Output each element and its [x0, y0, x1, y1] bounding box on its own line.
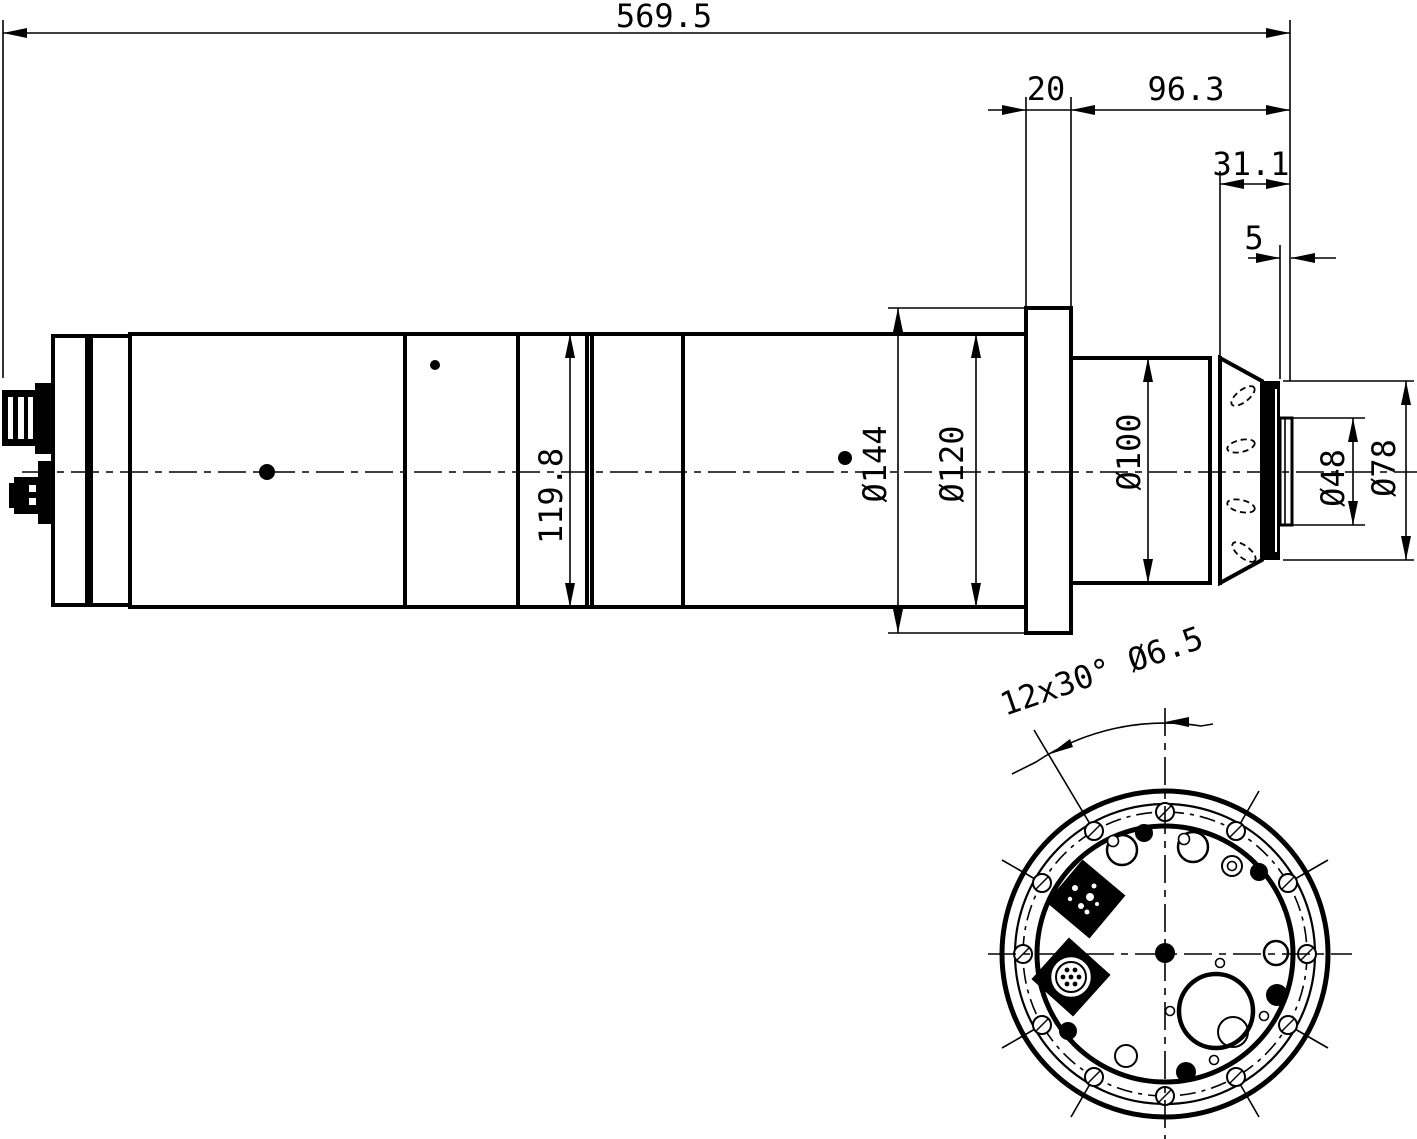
bolt-hole-marks — [1016, 805, 1314, 1103]
dim-arrow — [893, 308, 903, 332]
square-connector-pins — [1067, 883, 1099, 915]
port-notch — [1177, 832, 1191, 846]
dim-text-collar-width: 5 — [1244, 219, 1263, 257]
port-notch — [1106, 834, 1120, 848]
connector-body-lower — [14, 477, 42, 514]
plug-dot — [1176, 1062, 1196, 1082]
dim-text-overall-length: 569.5 — [616, 0, 712, 35]
port-circle — [1105, 833, 1139, 867]
dim-text-flange-diameter: Ø144 — [856, 425, 894, 502]
tool-clamp-bore — [1176, 971, 1256, 1051]
pin-hole — [1208, 1054, 1220, 1066]
dim-body-diameter: Ø120 — [933, 334, 981, 607]
dim-overall-length: 569.5 — [2, 0, 1291, 381]
rear-connectors — [2, 383, 53, 524]
side-view: 569.5 20 96.3 31.1 5 — [2, 0, 1417, 635]
dim-arrow — [1256, 253, 1280, 263]
dim-arrow — [565, 583, 575, 607]
port-circle-small — [1114, 1044, 1138, 1068]
dim-arrow — [893, 609, 903, 633]
angle-dimension-arc — [1011, 722, 1214, 775]
dim-arrow — [1266, 179, 1290, 189]
nose-taper — [1218, 354, 1264, 587]
flange-and-nose — [1024, 306, 1294, 635]
dim-text-ring-diameter: Ø78 — [1365, 439, 1403, 497]
dim-arrow — [1348, 501, 1358, 525]
main-body — [128, 332, 1028, 609]
dim-nose-diameter: Ø100 — [1110, 358, 1153, 583]
dim-arrow — [1220, 179, 1244, 189]
clamp-slot — [1226, 498, 1256, 514]
mounting-flange — [1024, 306, 1073, 635]
round-connector-ring — [1055, 961, 1087, 993]
pin-hole — [1164, 1005, 1176, 1017]
dim-arrow — [1348, 418, 1358, 442]
dim-text-shaft-diameter: Ø48 — [1314, 449, 1352, 507]
plug-dot — [1059, 1022, 1077, 1040]
connector-bracket-upper — [35, 383, 53, 454]
dim-arrow — [1401, 536, 1411, 560]
taper-slots — [1226, 385, 1257, 563]
dim-arrow — [1050, 739, 1073, 754]
dim-text-taper-length: 31.1 — [1212, 145, 1289, 183]
dim-arrow — [1165, 717, 1189, 727]
pin-hole — [1214, 957, 1226, 969]
clamp-ring — [1262, 381, 1280, 560]
dim-arrow — [971, 583, 981, 607]
dim-collar-width: 5 — [1244, 219, 1336, 379]
angle-extension-line — [1033, 729, 1091, 825]
round-connector-pins — [1060, 967, 1082, 987]
connector-rib — [8, 397, 13, 439]
dim-arrow — [1266, 105, 1290, 115]
dim-housing-diameter: 119.8 — [532, 334, 575, 607]
connector-slot — [29, 498, 36, 505]
dim-arrow — [565, 334, 575, 358]
spindle-housing — [51, 332, 1028, 609]
dim-flange-and-front: 20 96.3 — [988, 70, 1290, 306]
dim-arrow — [1266, 28, 1290, 38]
dim-arrow — [1143, 559, 1153, 583]
bolt-position-ticks — [1001, 790, 1329, 1118]
dim-text-housing-diameter: 119.8 — [532, 448, 570, 544]
square-connector — [1046, 859, 1126, 939]
connector-slot — [29, 485, 36, 492]
dim-arrow — [1071, 105, 1095, 115]
dim-text-front-length: 96.3 — [1147, 70, 1224, 108]
end-view-features — [1031, 824, 1290, 1082]
clamp-slot — [1226, 438, 1256, 454]
plug-dot — [1250, 863, 1268, 881]
dim-arrow — [1401, 381, 1411, 405]
dim-text-nose-diameter: Ø100 — [1110, 413, 1148, 490]
pin-hole — [1258, 1010, 1270, 1022]
clamp-slot — [1230, 385, 1256, 407]
dim-arrow — [971, 334, 981, 358]
connector-step-lower — [9, 483, 15, 508]
dim-flange-diameter: Ø144 — [856, 307, 1026, 634]
dim-text-flange-width: 20 — [1027, 70, 1066, 108]
plug-dot — [1266, 984, 1288, 1006]
dim-arrow — [1291, 253, 1315, 263]
dim-text-body-diameter: Ø120 — [933, 425, 971, 502]
clamp-slot — [1231, 541, 1257, 563]
port-circle — [1176, 830, 1210, 864]
dim-ring-diameter: Ø78 — [1283, 380, 1414, 561]
dim-arrow — [3, 28, 27, 38]
dim-shaft-diameter: Ø48 — [1292, 417, 1365, 526]
tool-clamp-inner-circle — [1217, 1016, 1249, 1048]
small-ring-port — [1221, 855, 1243, 877]
dim-taper-length: 31.1 — [1212, 145, 1290, 356]
connector-rib — [18, 397, 24, 439]
small-ring-port-inner — [1226, 860, 1238, 872]
connector-rib — [28, 397, 33, 439]
dim-arrow — [1143, 358, 1153, 382]
port-circle — [1262, 939, 1290, 967]
body-dot — [838, 451, 852, 465]
plug-dot — [1135, 824, 1153, 842]
end-view: 12x30° Ø6.5 — [988, 619, 1352, 1139]
dim-arrow — [1002, 105, 1026, 115]
body-dot-small — [430, 360, 440, 370]
